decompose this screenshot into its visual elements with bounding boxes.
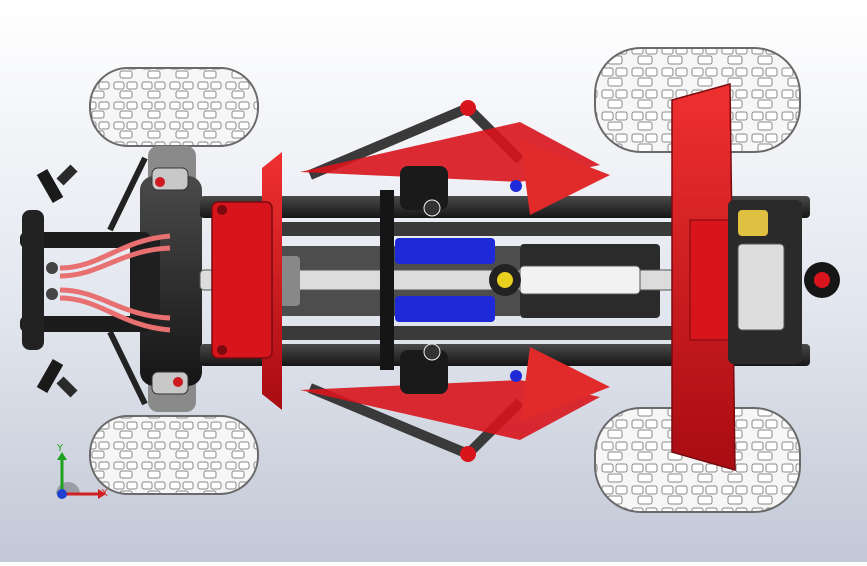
front-axle-assembly[interactable] bbox=[107, 146, 202, 412]
pneumatic-hoses bbox=[59, 233, 171, 333]
axis-x-arrowhead bbox=[98, 489, 106, 499]
wheel-front-left[interactable] bbox=[89, 67, 259, 147]
blue-beams[interactable] bbox=[380, 190, 495, 370]
axis-y-label: Y bbox=[57, 443, 64, 454]
shock-absorber-mounts[interactable] bbox=[400, 166, 522, 394]
suspension-lower[interactable] bbox=[300, 347, 610, 462]
axis-y-arrowhead bbox=[57, 452, 67, 460]
red-front-bumper[interactable] bbox=[211, 152, 282, 410]
wheel-front-right[interactable] bbox=[89, 415, 259, 495]
coordinate-triad-labels: Y X bbox=[48, 438, 108, 508]
axis-x-label: X bbox=[101, 488, 108, 499]
rear-wing[interactable] bbox=[671, 83, 736, 471]
coordinate-triad bbox=[56, 452, 106, 499]
suspension-upper[interactable] bbox=[300, 100, 610, 215]
engine-block[interactable] bbox=[728, 200, 840, 364]
steering-bar[interactable] bbox=[20, 164, 150, 398]
axis-z-dot bbox=[57, 489, 67, 499]
